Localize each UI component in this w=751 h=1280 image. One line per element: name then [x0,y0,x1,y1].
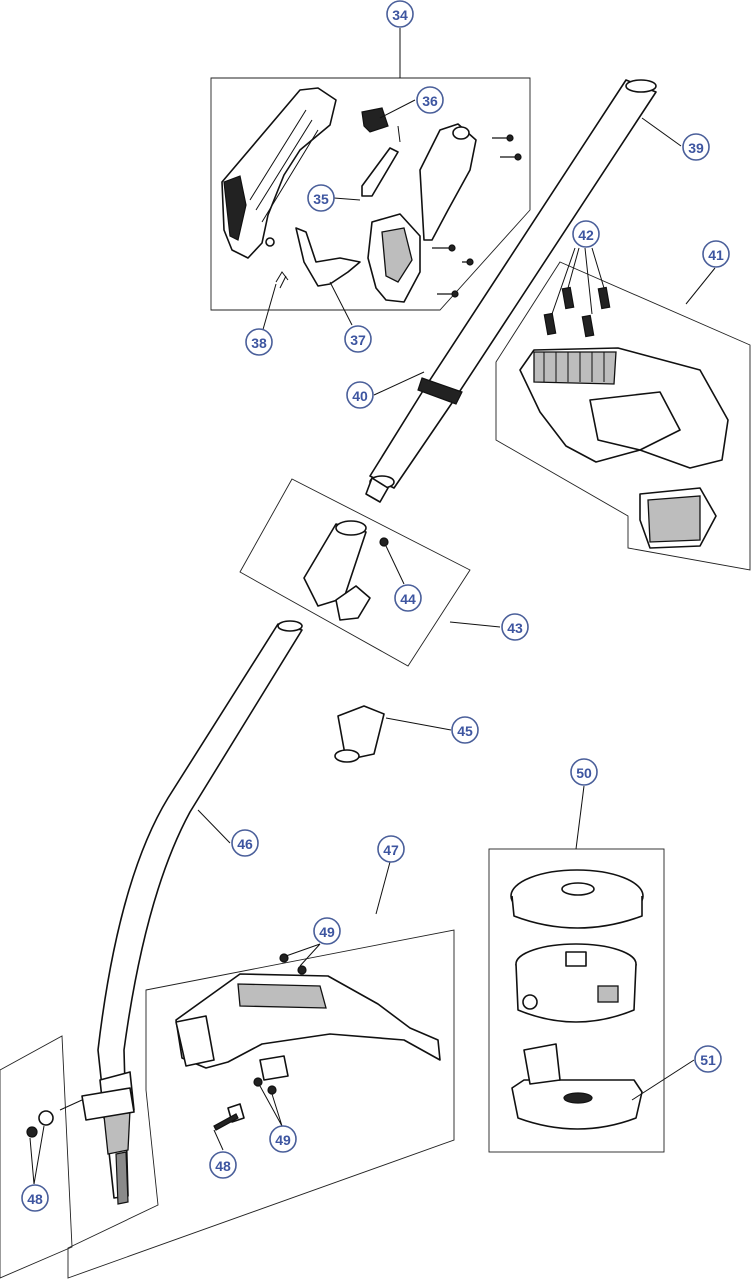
screws-34 [432,134,522,298]
svg-text:50: 50 [576,765,592,781]
svg-text:37: 37 [350,332,366,348]
callout-43: 43 [501,613,529,641]
callout-37: 37 [344,325,372,353]
leader-lines [29,28,716,1185]
frame-48-bracket-group [0,1035,73,1279]
upper-shaft-39 [365,79,657,503]
svg-text:41: 41 [708,247,724,263]
svg-text:35: 35 [313,191,329,207]
guard-47 [175,973,441,1069]
frame-43-coupler-group [239,478,471,667]
rear-handle-grip-right [367,123,477,303]
svg-text:49: 49 [319,924,335,940]
svg-text:51: 51 [700,1052,716,1068]
spool-cover-50 [510,869,644,929]
callout-47: 47 [377,835,405,863]
blade-and-nuts-49 [253,1055,289,1095]
bolt-48 [213,1103,245,1131]
frame-34-handle-group [210,77,531,311]
callout-51: 51 [694,1045,722,1073]
svg-text:43: 43 [507,620,523,636]
callout-48-bracket: 48 [21,1184,49,1212]
callout-40: 40 [346,381,374,409]
switch-36 [361,107,401,143]
svg-text:49: 49 [275,1132,291,1148]
svg-text:45: 45 [457,723,473,739]
callout-39: 39 [682,133,710,161]
rear-handle-housing-left [221,87,337,259]
svg-text:39: 39 [688,140,704,156]
bracket-hardware-48 [26,1087,135,1138]
svg-text:46: 46 [237,836,253,852]
callout-41: 41 [702,240,730,268]
svg-text:36: 36 [422,93,438,109]
callout-45: 45 [451,716,479,744]
callout-50: 50 [570,758,598,786]
frame-47-guard-group [67,929,455,1279]
callout-44: 44 [394,584,422,612]
bushing-45 [334,705,385,763]
callout-49-nuts: 49 [269,1125,297,1153]
spool-50 [515,943,637,1023]
callout-46: 46 [231,829,259,857]
shaft-sleeve-40 [417,377,463,405]
svg-text:38: 38 [251,335,267,351]
coupler-43 [303,520,389,621]
callout-49-screws: 49 [313,917,341,945]
svg-text:40: 40 [352,388,368,404]
svg-text:48: 48 [215,1158,231,1174]
svg-text:42: 42 [578,227,594,243]
trigger-35 [361,147,399,197]
screws-42 [543,286,611,338]
housing-51 [511,1043,643,1130]
svg-text:48: 48 [27,1191,43,1207]
callout-48-bolt: 48 [209,1151,237,1179]
callout-38: 38 [245,328,273,356]
spring-38 [275,271,289,289]
svg-text:44: 44 [400,591,416,607]
callout-36: 36 [416,86,444,114]
lock-lever-37 [295,227,361,287]
lower-shaft-46 [97,620,303,1205]
callout-42: 42 [572,220,600,248]
frame-41-aux-handle-group [495,261,751,571]
svg-text:47: 47 [383,842,399,858]
aux-handle-41 [519,347,729,549]
callout-35: 35 [307,184,335,212]
callout-34: 34 [386,0,414,28]
svg-text:34: 34 [392,7,408,23]
